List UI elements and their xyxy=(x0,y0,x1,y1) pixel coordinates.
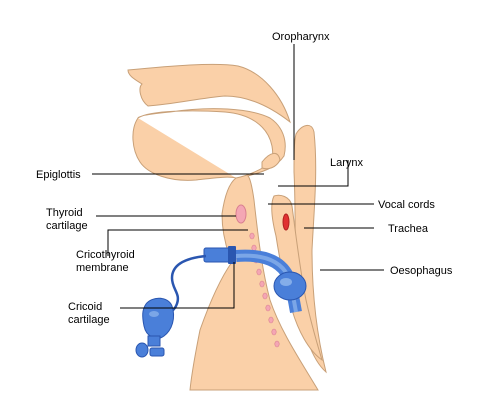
label-oesophagus: Oesophagus xyxy=(390,265,453,277)
label-cricoid-2: cartilage xyxy=(68,314,110,326)
label-trachea: Trachea xyxy=(388,223,429,235)
label-cricoid-1: Cricoid xyxy=(68,301,102,313)
label-larynx: Larynx xyxy=(330,157,364,169)
label-thyroid-2: cartilage xyxy=(46,220,88,232)
label-oropharynx: Oropharynx xyxy=(272,31,330,43)
vocal-cord xyxy=(282,213,290,231)
palate-shape xyxy=(127,63,291,124)
label-epiglottis: Epiglottis xyxy=(36,169,81,181)
label-cricothyroid-1: Cricothyroid xyxy=(76,249,135,261)
label-vocal-cords: Vocal cords xyxy=(378,199,435,211)
leader-lines xyxy=(92,44,384,309)
tongue-underside xyxy=(132,117,237,181)
label-thyroid-1: Thyroid xyxy=(46,207,83,219)
epiglottis-shape xyxy=(261,153,281,170)
label-cricothyroid-2: membrane xyxy=(76,262,129,274)
thyroid-cartilage xyxy=(235,204,247,224)
